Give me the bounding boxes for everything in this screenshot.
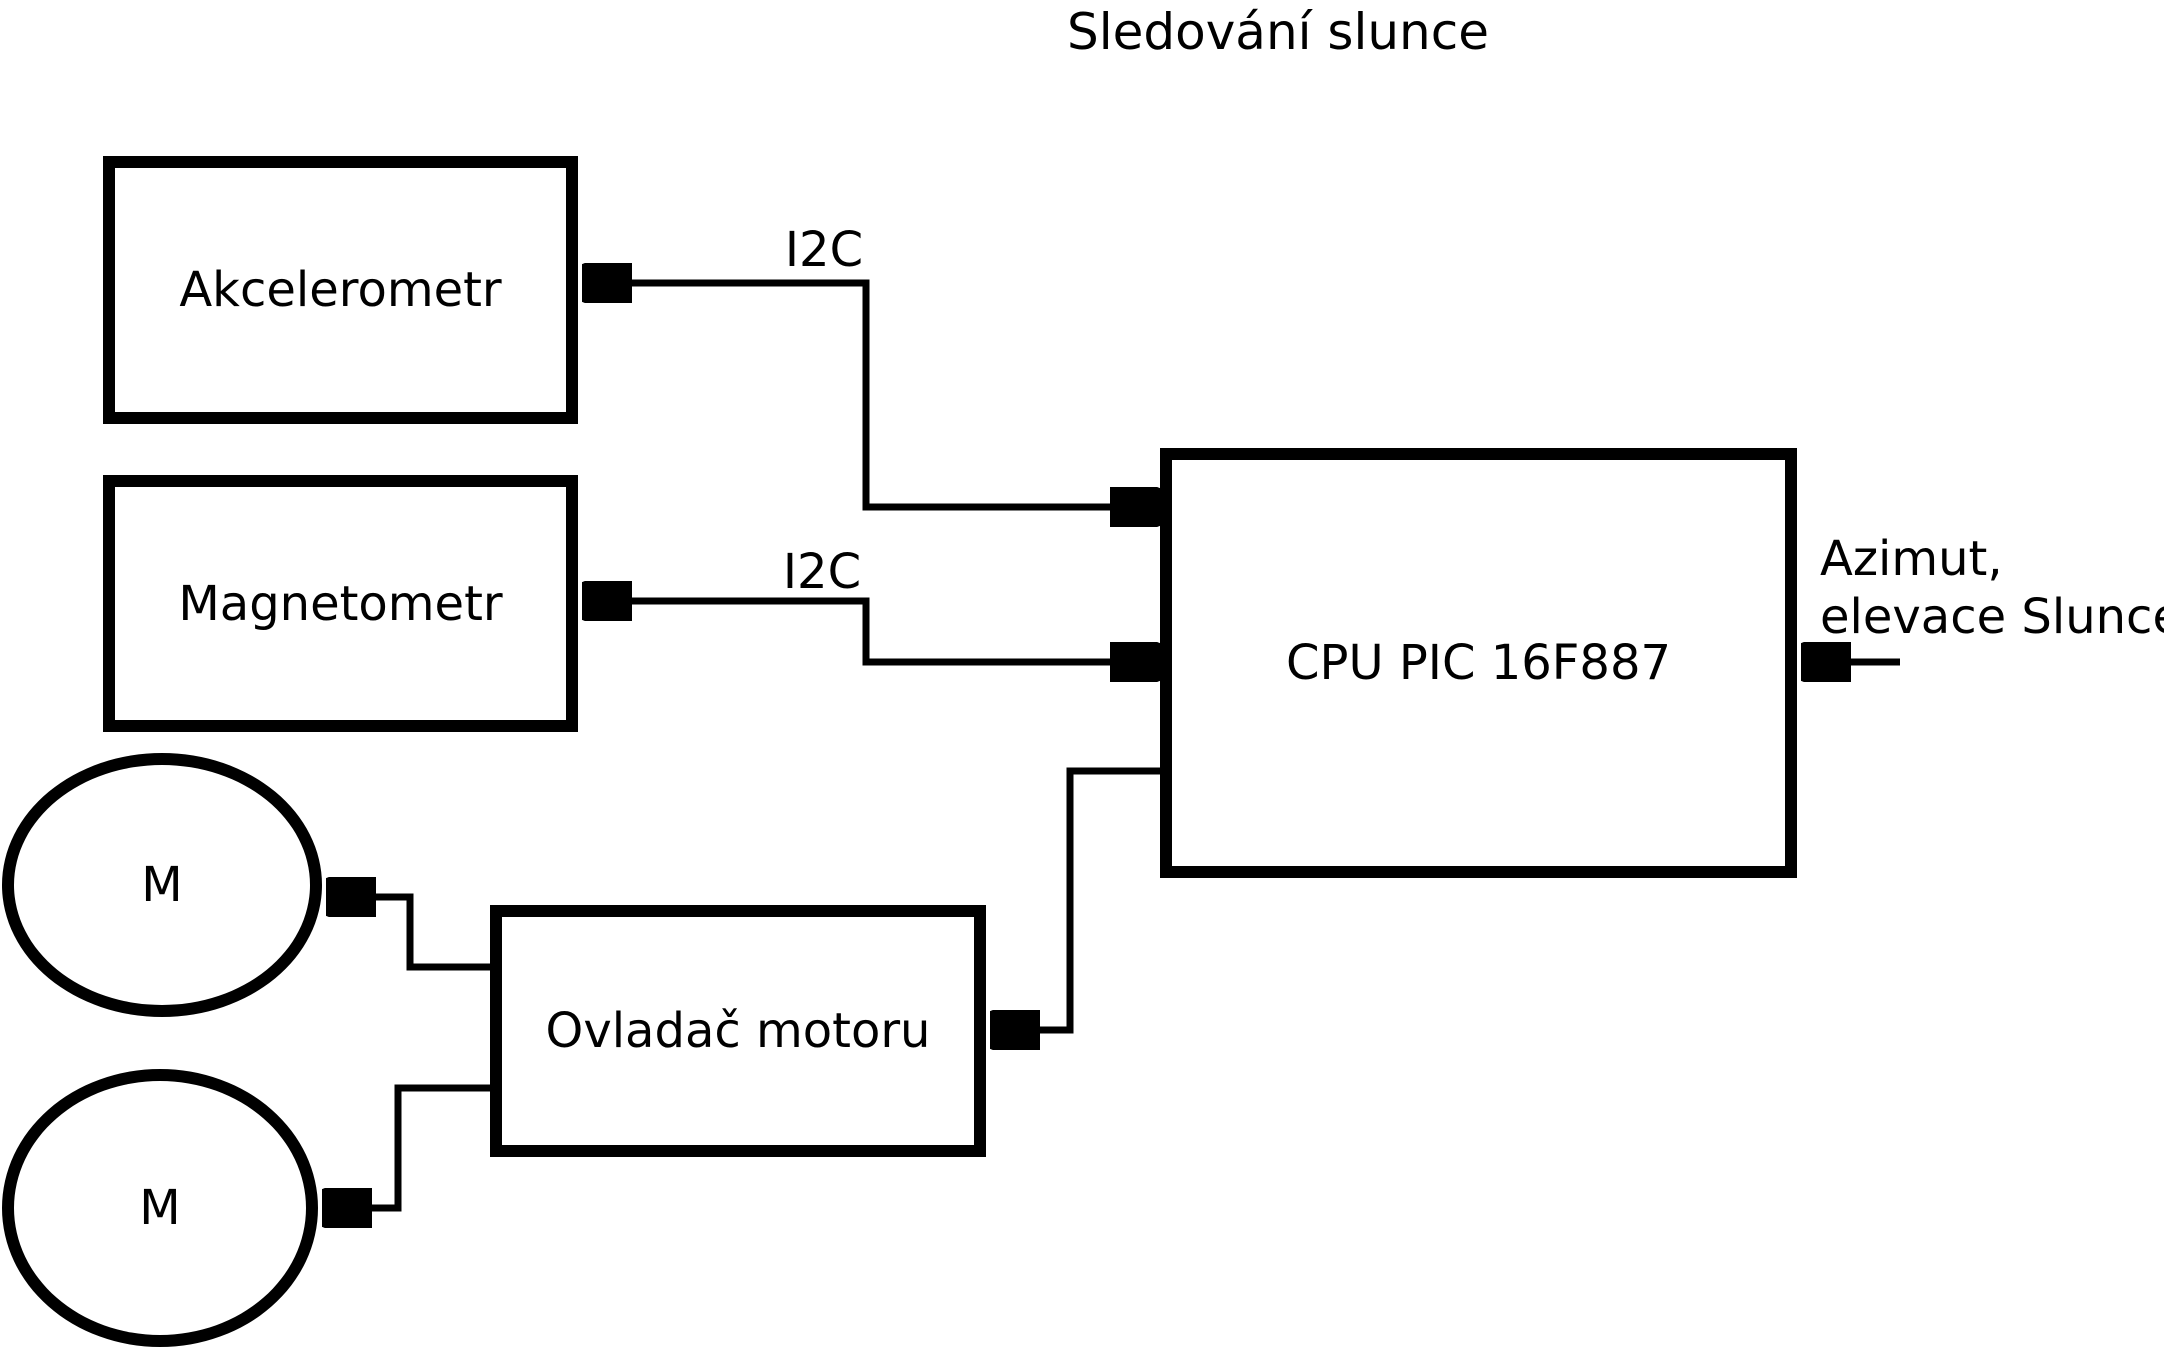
motor2-circle: M bbox=[2, 1069, 318, 1347]
motor-driver-label: Ovladač motoru bbox=[545, 1003, 931, 1059]
connector-cpu-to-motor-driver bbox=[990, 767, 1160, 1030]
motor2-label: M bbox=[139, 1180, 181, 1236]
i2c-magnetometer-label: I2C bbox=[782, 544, 862, 600]
motor1-label: M bbox=[141, 857, 183, 913]
i2c-accelerometer-label: I2C bbox=[784, 222, 864, 278]
accelerometer-box: Akcelerometr bbox=[103, 156, 578, 424]
magnetometer-label: Magnetometr bbox=[178, 575, 503, 632]
accelerometer-label: Akcelerometr bbox=[179, 262, 502, 318]
cpu-box: CPU PIC 16F887 bbox=[1160, 448, 1797, 878]
connector-driver-to-motor2 bbox=[322, 1084, 490, 1208]
sun-input-label-line2: elevace Slunce bbox=[1820, 589, 2164, 645]
sun-input-label-line1: Azimut, bbox=[1820, 531, 2003, 587]
connector-i2c-accelerometer bbox=[582, 283, 1160, 507]
connector-driver-to-motor1 bbox=[326, 897, 490, 971]
sun-input-label: Azimut, elevace Slunce bbox=[1820, 530, 2164, 646]
motor1-circle: M bbox=[2, 753, 322, 1017]
magnetometer-box: Magnetometr bbox=[103, 475, 578, 732]
diagram-title: Sledování slunce bbox=[1067, 3, 1489, 61]
connector-i2c-magnetometer bbox=[582, 601, 1160, 662]
motor-driver-box: Ovladač motoru bbox=[490, 905, 986, 1157]
cpu-label: CPU PIC 16F887 bbox=[1285, 635, 1672, 691]
